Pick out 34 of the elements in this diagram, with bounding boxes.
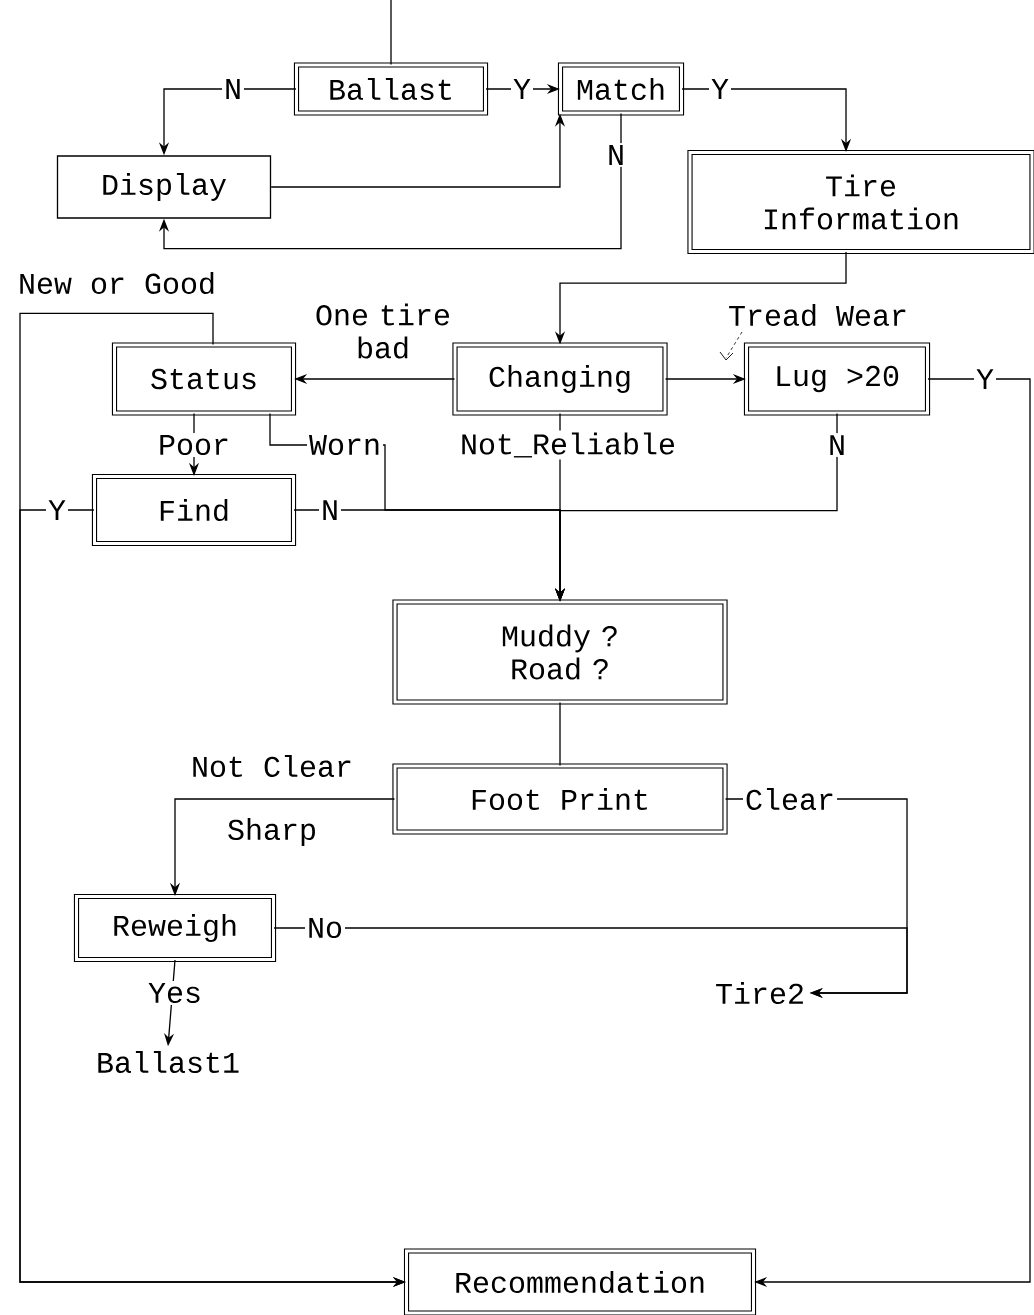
edge-label: Not_Reliable <box>458 430 678 460</box>
arrow <box>158 112 622 250</box>
edge-label: Worn <box>307 433 383 458</box>
edge-label: Y <box>974 367 996 391</box>
edge-label: Y <box>511 77 533 101</box>
edge-label: Yes <box>146 981 204 1006</box>
arrow <box>273 927 908 999</box>
condition-label: Sharp <box>228 818 315 846</box>
process-box: Status <box>111 342 297 416</box>
edge-label: One tire bad <box>316 303 449 359</box>
process-box: Tire Information <box>687 149 1034 255</box>
edge-label: New or Good <box>20 271 214 295</box>
edge-label: N <box>826 433 848 457</box>
outcome-text: Tire2 <box>716 982 803 1005</box>
process-box: Foot Print <box>392 763 728 835</box>
edge-label: Clear <box>743 786 837 813</box>
edge-label: Poor <box>156 433 232 458</box>
edge-label: N <box>605 143 627 167</box>
edge-label: N <box>222 77 244 101</box>
display-box: Display <box>56 155 272 219</box>
outcome-text: Ballast1 <box>98 1051 239 1074</box>
process-box: Ballast <box>293 62 489 116</box>
edge-label: Y <box>709 77 731 101</box>
edge-label: Y <box>46 498 68 522</box>
process-box: Match <box>557 62 685 116</box>
process-box: Find <box>91 473 297 547</box>
process-box: Muddy ? Road ? <box>392 599 728 705</box>
process-box: Lug >20 <box>743 342 931 416</box>
process-box: Changing <box>452 342 668 416</box>
edge-label: N <box>319 498 341 522</box>
process-box: Reweigh <box>73 893 277 963</box>
edge-label: No <box>305 916 345 941</box>
process-box: Recommendation <box>403 1248 757 1315</box>
edge-label: Not Clear <box>193 755 351 778</box>
